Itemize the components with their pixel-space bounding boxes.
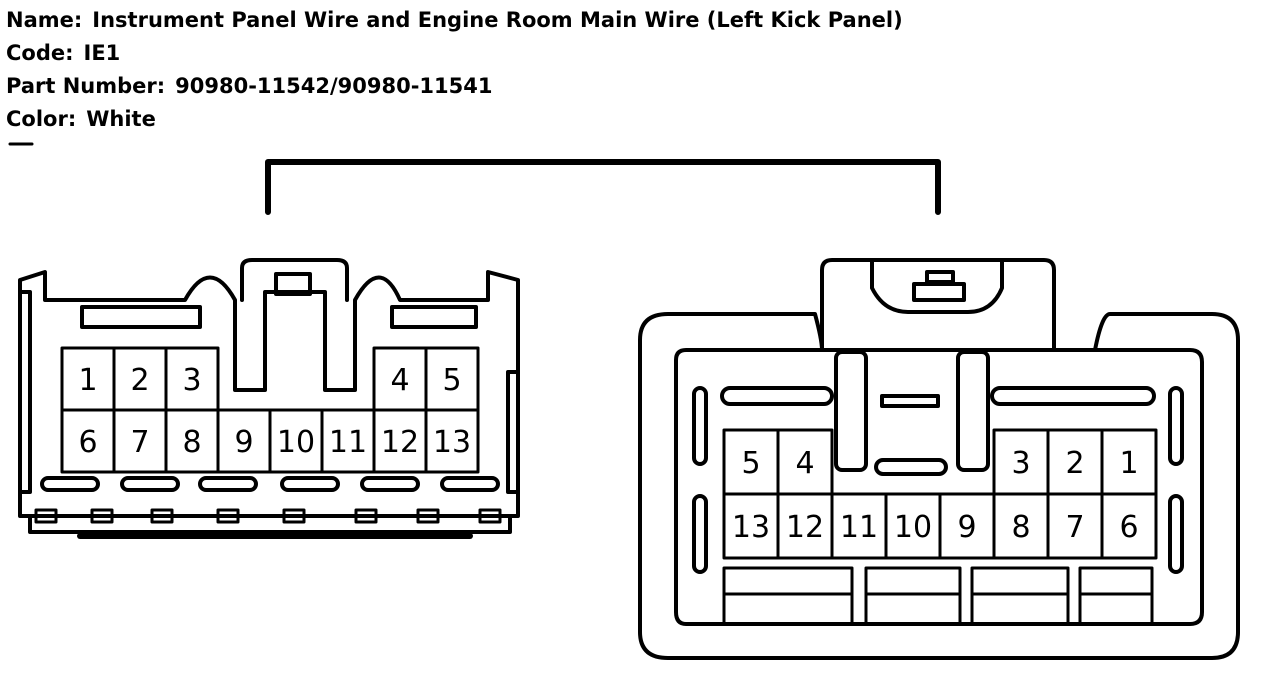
right-connector-body [638, 258, 1240, 660]
left-pin-13-label: 13 [433, 425, 471, 460]
left-pin-3-label: 3 [182, 363, 201, 398]
left-connector-body [18, 258, 520, 539]
right-pin-4-label: 4 [795, 446, 814, 481]
left-pin-4-label: 4 [390, 363, 409, 398]
left-pin-9-label: 9 [234, 425, 253, 460]
left-latch-slots [40, 476, 500, 492]
part-number-line: Part Number: 90980-11542/90980-11541 [6, 76, 492, 97]
right-cavity [1100, 492, 1158, 560]
code-line: Code: IE1 [6, 43, 120, 64]
name-value: Instrument Panel Wire and Engine Room Ma… [92, 8, 903, 32]
left-pin-12-label: 12 [381, 425, 419, 460]
name-label: Name: [6, 8, 83, 32]
left-foot-tabs [34, 508, 502, 524]
color-value: White [86, 107, 156, 131]
right-pin-11-label: 11 [840, 510, 878, 545]
code-value: IE1 [83, 41, 121, 65]
right-pin-5-label: 5 [741, 446, 760, 481]
left-pin-11-label: 11 [329, 425, 367, 460]
left-pin-8-label: 8 [182, 425, 201, 460]
left-cavity-grid [60, 346, 480, 474]
part-number-label: Part Number: [6, 74, 166, 98]
right-pin-12-label: 12 [786, 510, 824, 545]
right-pin-2-label: 2 [1065, 446, 1084, 481]
left-pin-10-label: 10 [277, 425, 315, 460]
right-pin-3-label: 3 [1011, 446, 1030, 481]
right-pin-9-label: 9 [957, 510, 976, 545]
right-pin-6-label: 6 [1119, 510, 1138, 545]
right-pin-13-label: 13 [732, 510, 770, 545]
right-cavity-grid [722, 428, 1158, 560]
right-pin-8-label: 8 [1011, 510, 1030, 545]
left-pin-1-label: 1 [78, 363, 97, 398]
left-cavity [424, 408, 480, 474]
left-pin-5-label: 5 [442, 363, 461, 398]
left-pin-7-label: 7 [130, 425, 149, 460]
name-line: Name: Instrument Panel Wire and Engine Ro… [6, 10, 903, 31]
right-pin-7-label: 7 [1065, 510, 1084, 545]
mating-bracket [265, 159, 941, 215]
right-lower-cells [722, 566, 1154, 626]
code-label: Code: [6, 41, 74, 65]
color-label: Color: [6, 107, 77, 131]
left-pin-6-label: 6 [78, 425, 97, 460]
right-pin-10-label: 10 [894, 510, 932, 545]
left-pin-2-label: 2 [130, 363, 149, 398]
color-line: Color: White [6, 109, 156, 130]
right-pin-1-label: 1 [1119, 446, 1138, 481]
part-number-value: 90980-11542/90980-11541 [175, 74, 493, 98]
